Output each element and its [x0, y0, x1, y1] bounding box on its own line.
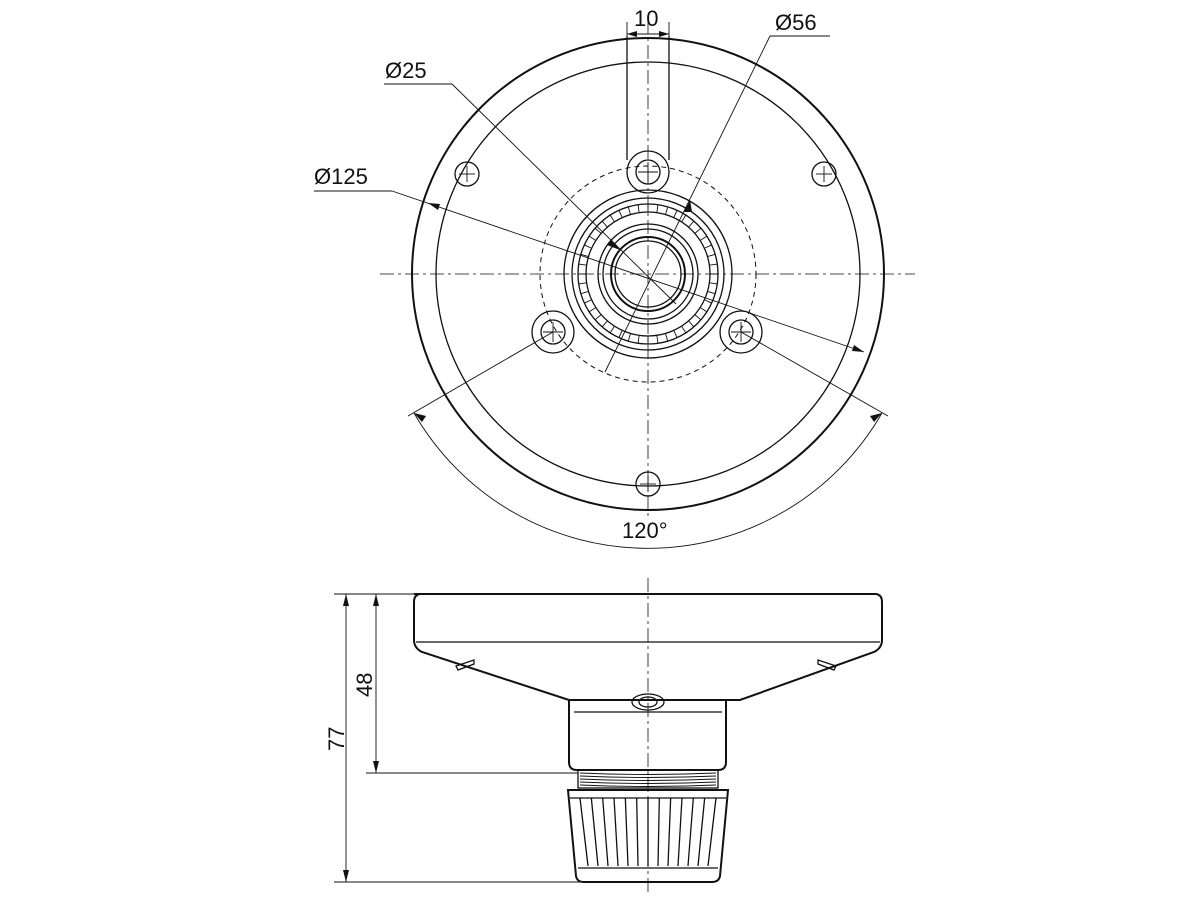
knurl-ribs — [570, 797, 726, 869]
knurl-rib — [579, 797, 589, 867]
dim-10-label: 10 — [634, 6, 658, 31]
dim-120-label: 120° — [622, 518, 668, 543]
thread-line — [579, 781, 717, 784]
outer-flange-edge — [411, 37, 885, 511]
thread-line — [579, 784, 717, 787]
hub-tooth — [699, 307, 708, 313]
thread — [577, 769, 719, 789]
hub-teeth — [578, 204, 718, 344]
hub-tooth — [594, 227, 602, 234]
bore-inner — [610, 236, 686, 312]
hub-tooth — [688, 320, 695, 328]
hole-upper-right — [811, 161, 837, 187]
bore-core — [614, 240, 682, 308]
hub-tooth — [699, 235, 708, 241]
hub-outer-ring — [563, 189, 733, 359]
hub-tooth — [627, 206, 631, 215]
thread-line — [579, 778, 717, 781]
dim-25-label: Ø25 — [385, 58, 427, 83]
hole-upper-left — [454, 161, 480, 187]
hub-tooth — [707, 253, 716, 257]
hub-tooth — [656, 335, 659, 344]
hub-tooth — [580, 253, 589, 257]
boss-top — [626, 150, 670, 194]
hub-tooth — [618, 330, 623, 338]
knurl-rib — [590, 797, 599, 867]
hub-tooth — [673, 330, 678, 338]
hub-tooth — [709, 282, 718, 285]
top-view: 10 Ø56 Ø25 Ø125 — [314, 6, 915, 549]
hub-tooth — [594, 314, 602, 321]
hub-tooth — [578, 263, 587, 266]
hub-tooth — [627, 333, 631, 342]
hub-tooth — [637, 204, 640, 213]
hub-tooth — [704, 244, 712, 249]
hub-ring-2 — [571, 197, 725, 351]
thread-line — [579, 772, 717, 775]
dim-dia-25: Ø25 — [384, 58, 677, 305]
hub-tooth — [665, 206, 669, 215]
knurl-rib — [613, 797, 619, 867]
hub-tooth — [688, 220, 695, 228]
hole-bottom — [635, 471, 661, 497]
flange-plate — [413, 593, 883, 701]
hub-tooth — [580, 291, 589, 295]
dim-56-label: Ø56 — [775, 10, 817, 35]
hub-tooth — [609, 325, 615, 334]
hub-tooth — [588, 307, 597, 313]
hub-tooth — [584, 244, 592, 249]
knurl-rib — [667, 797, 672, 867]
dim-angle: 120° — [407, 331, 889, 549]
hub-tooth — [601, 320, 608, 328]
knurl-rib — [697, 797, 706, 867]
bore-ring-1 — [597, 223, 699, 325]
hub-tooth — [673, 210, 678, 218]
side-bolt-boss — [631, 693, 665, 711]
dim-48-label: 48 — [352, 673, 377, 697]
hub-tooth — [637, 335, 640, 344]
knurled-nut — [566, 789, 730, 883]
hub-tooth — [578, 282, 587, 285]
hub-tooth — [694, 227, 702, 234]
dim-dia-125: Ø125 — [314, 164, 865, 353]
dim-dia-56: Ø56 — [604, 10, 830, 373]
knurl-rib — [636, 797, 639, 867]
knurl-rib — [602, 797, 609, 867]
dim-height-48: 48 — [352, 593, 578, 774]
hub-tooth — [694, 314, 702, 321]
hub-tooth — [588, 235, 597, 241]
knurl-rib — [707, 797, 717, 867]
hub-tooth — [584, 299, 592, 304]
flange-hole-right — [817, 659, 837, 671]
thread-line — [579, 775, 717, 778]
hub-tooth — [709, 263, 718, 266]
knurl-rib — [687, 797, 694, 867]
knurl-rib — [657, 797, 660, 867]
flange-hole-left — [455, 659, 475, 671]
dim-height-77: 77 — [324, 593, 584, 883]
knurl-rib — [677, 797, 683, 867]
side-view: 48 77 — [324, 578, 883, 892]
hub-tooth — [707, 291, 716, 295]
hub-tooth — [656, 204, 659, 213]
dim-slot-width: 10 — [626, 6, 670, 40]
side-bolt-hole — [638, 696, 658, 708]
hub-tooth — [601, 220, 608, 228]
hub-tooth — [681, 214, 687, 223]
hub-tooth — [665, 333, 669, 342]
knurl-rib — [624, 797, 629, 867]
dim-125-label: Ø125 — [314, 164, 368, 189]
slot-walls — [626, 36, 670, 160]
hub-tooth — [681, 325, 687, 334]
hub-tooth — [704, 299, 712, 304]
dim-77-label: 77 — [324, 727, 349, 751]
bore-ring-2 — [602, 228, 694, 320]
hub-tooth — [609, 214, 615, 223]
hub-tooth — [618, 210, 623, 218]
